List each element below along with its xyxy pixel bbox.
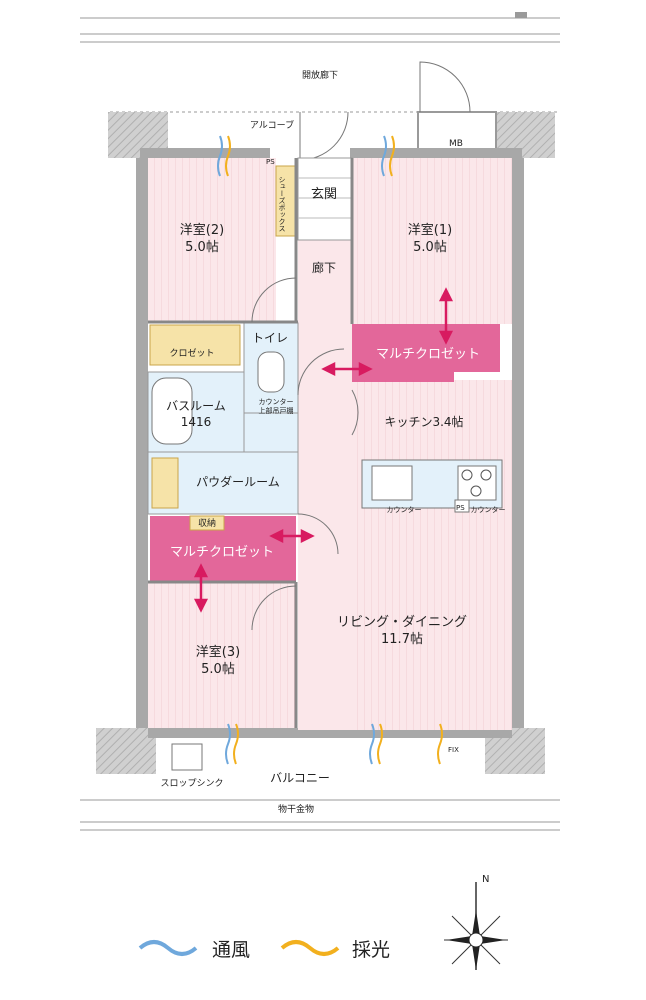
kitchen-ps-box (454, 499, 470, 513)
label-toilet: トイレ (252, 331, 288, 345)
label-alcove: アルコーブ (250, 119, 294, 131)
label-western-room-2: 洋室(2) (180, 222, 224, 238)
slop-sink-icon (171, 743, 203, 771)
door-swings (251, 277, 359, 631)
label-toilet-counter: カウンター (259, 397, 294, 406)
toilet-bowl (257, 351, 285, 393)
ventilation-wave-icon (138, 940, 198, 956)
outer-walls (96, 111, 555, 774)
label-living-dining: リビング・ダイニング (337, 615, 467, 630)
label-toilet-cabinet: 上部吊戸棚 (259, 406, 294, 415)
closet-area (149, 324, 241, 366)
label-kitchen-ps: PS (456, 504, 465, 512)
label-entrance: 玄関 (311, 187, 337, 202)
legend-daylight: 採光 (352, 939, 390, 961)
room-western-2 (148, 158, 276, 323)
label-balcony: バルコニー (270, 771, 330, 785)
label-bathroom-size: 1416 (181, 415, 212, 429)
legend: 通風 採光 (138, 939, 390, 961)
room-western-3 (148, 582, 296, 728)
label-kitchen-counter-right: カウンター (471, 505, 506, 514)
label-shoe-box: シューズボックス (278, 176, 286, 232)
vanity (151, 457, 179, 509)
label-slop-sink: スロップシンク (160, 778, 223, 789)
label-ps-top: PS (266, 158, 275, 166)
svg-text:N: N (482, 874, 489, 885)
label-living-dining-size: 11.7帖 (381, 632, 423, 647)
label-laundry-hanger: 物干金物 (278, 803, 314, 815)
room-living-dining (352, 380, 512, 730)
label-western-room-1-size: 5.0帖 (413, 240, 447, 255)
label-storage: 収納 (198, 517, 216, 529)
room-western-1 (352, 158, 512, 324)
label-western-room-1: 洋室(1) (408, 222, 452, 238)
label-multi-closet-2: マルチクロゼット (170, 545, 274, 560)
hallway-floor (298, 240, 352, 730)
label-kitchen: キッチン3.4帖 (384, 414, 463, 429)
compass-star-icon: N (444, 874, 508, 970)
label-powder-room: パウダールーム (196, 474, 280, 489)
balcony (80, 743, 560, 831)
label-bathroom: バスルーム (166, 399, 226, 413)
laundry-area (243, 412, 299, 454)
label-closet: クロゼット (169, 347, 214, 359)
label-kitchen-counter-left: カウンター (387, 505, 422, 514)
bathtub (151, 377, 193, 445)
multi-closet-1 (352, 324, 500, 382)
label-fix: FIX (448, 746, 459, 754)
label-western-room-3: 洋室(3) (196, 644, 240, 660)
label-open-corridor: 開放廊下 (302, 69, 338, 81)
label-western-room-2-size: 5.0帖 (185, 240, 219, 255)
entrance-floor (297, 157, 353, 241)
interior-walls (148, 158, 354, 728)
storage-box (189, 515, 225, 531)
sink-icon (371, 465, 413, 501)
legend-ventilation: 通風 (212, 939, 250, 961)
label-mb: MB (449, 139, 463, 149)
daylight-wave-icon (280, 940, 340, 956)
building-top-band (80, 12, 560, 43)
double-arrow-icon (193, 287, 454, 613)
window-marks (217, 135, 443, 765)
label-multi-closet-1: マルチクロゼット (376, 347, 480, 362)
label-western-room-3-size: 5.0帖 (201, 662, 235, 677)
label-hallway: 廊下 (312, 260, 336, 275)
